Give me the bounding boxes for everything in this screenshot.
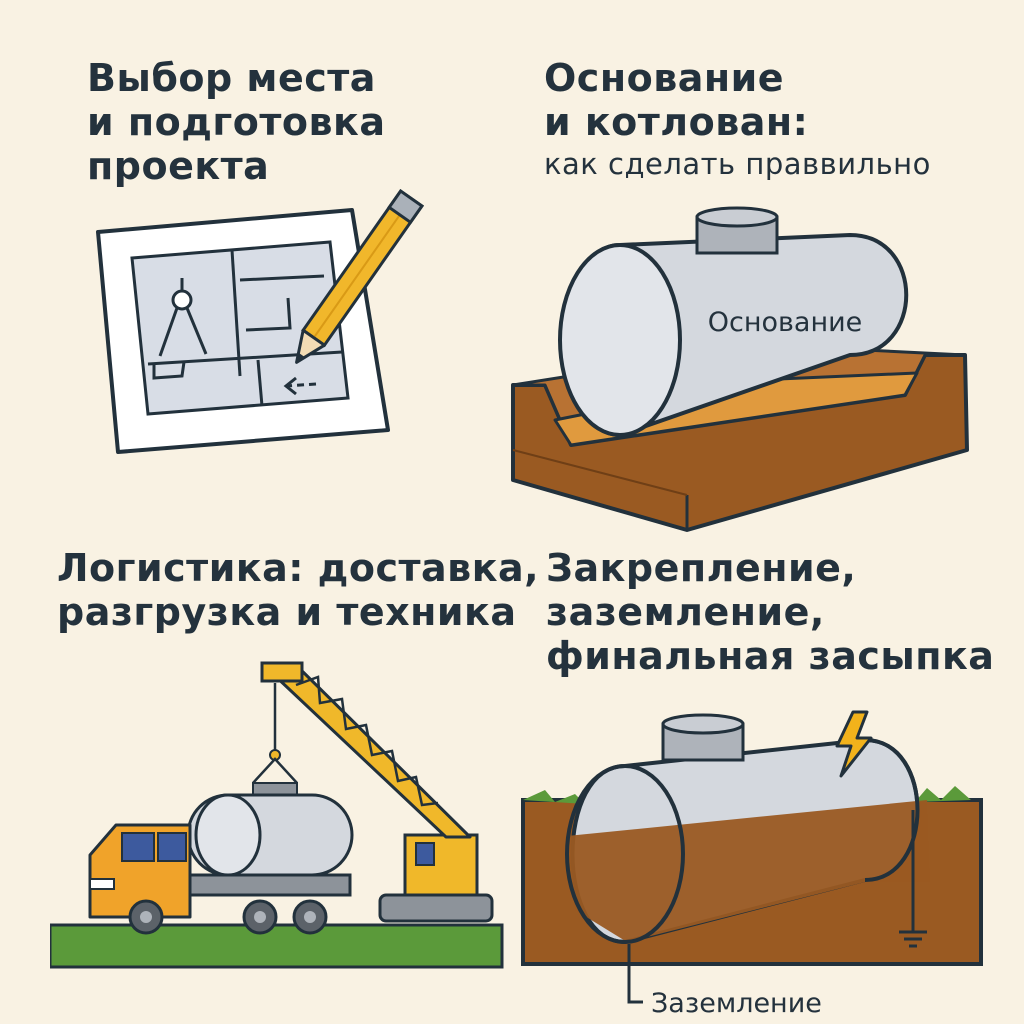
heading-line: Выбор места <box>87 56 376 100</box>
heading-line: и котлован: <box>544 100 809 144</box>
heading-line: и подготовка <box>87 100 386 144</box>
ground-label-callout: Заземление <box>627 944 822 1019</box>
grass-ground <box>50 923 504 969</box>
heading-subtitle: как сделать праввильно <box>544 147 931 181</box>
foundation-heading: Основание и котлован: как сделать правви… <box>544 56 931 184</box>
heading-line: Логистика: доставка, <box>57 546 540 590</box>
compass-icon <box>158 278 208 357</box>
blueprint-sheet <box>96 208 390 454</box>
site-selection-heading: Выбор места и подготовка проекта <box>87 56 385 188</box>
lightning-icon <box>835 710 873 778</box>
heading-line: финальная засыпка <box>546 634 995 678</box>
heading-line: заземление, <box>546 590 825 634</box>
tank-label: Основание <box>708 307 863 338</box>
heading-line: проекта <box>87 144 270 188</box>
foundation-pit-illustration: Основание <box>511 206 969 532</box>
logistics-illustration <box>50 661 504 969</box>
heading-line: разгрузка и техника <box>57 590 517 634</box>
heading-line: Основание <box>544 56 785 100</box>
fuel-tank: Основание <box>558 206 909 437</box>
truck-with-tank <box>88 793 354 935</box>
project-plan-illustration <box>96 188 425 454</box>
ground-label: Заземление <box>651 988 822 1019</box>
fixing-heading: Закрепление, заземление, финальная засып… <box>546 546 994 678</box>
logistics-heading: Логистика: доставка, разгрузка и техника <box>57 546 539 634</box>
pencil-icon <box>295 188 425 364</box>
buried-tank <box>565 713 930 944</box>
backfill-illustration: Заземление <box>521 710 983 1019</box>
grounding-rod <box>899 810 927 948</box>
heading-line: Закрепление, <box>546 546 857 590</box>
